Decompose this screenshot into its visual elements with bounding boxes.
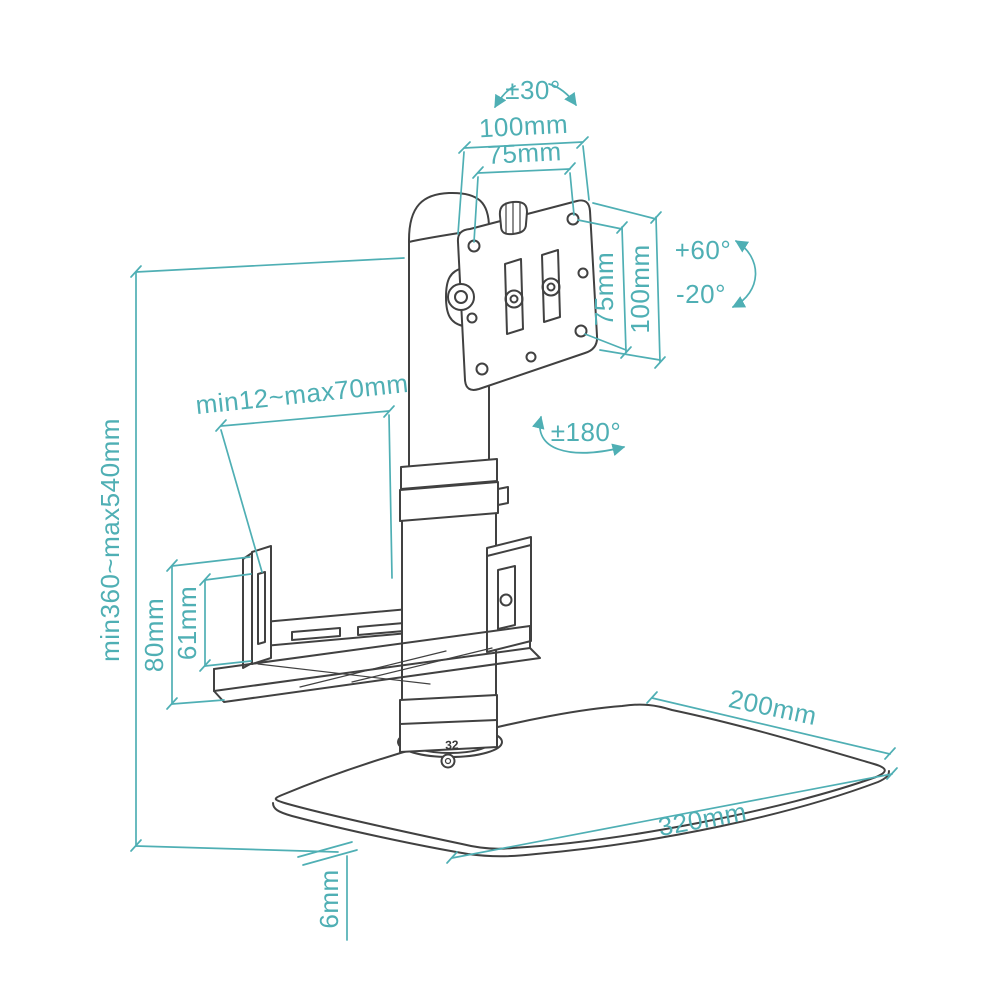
left-clamp-plate [251, 545, 272, 665]
vesa-hole [525, 351, 537, 363]
adjustment-knob [498, 200, 528, 236]
pole-bottom-collar [399, 694, 498, 753]
base-thickness-edge [272, 770, 890, 858]
dim-cpu-holder-inner-height [199, 573, 252, 672]
left-clamp-back-flange [242, 552, 253, 669]
swivel-arc-right [548, 83, 577, 107]
dimension-annotations [130, 83, 898, 941]
left-clamp-slot [257, 571, 266, 645]
rotation-arc [532, 415, 626, 456]
dim-vesa-height-outer [592, 202, 666, 369]
right-clamp-slot [497, 565, 516, 630]
pole-mid-collar [399, 458, 509, 522]
pivot-bracket [445, 267, 464, 327]
dim-cpu-holder-height [166, 556, 251, 710]
dim-cpu-holder-width [215, 405, 395, 579]
label-vesa-height-outer: 100mm [625, 244, 655, 333]
tray-brace [299, 650, 447, 688]
label-rotation: ±180° [551, 417, 622, 447]
label-vesa-width-outer: 100mm [478, 109, 569, 144]
slot-bolt [504, 289, 524, 309]
vesa-hole [475, 362, 489, 376]
slot-bolt [546, 282, 556, 292]
dim-base-thickness [297, 841, 358, 941]
vesa-hole [577, 267, 589, 279]
pivot-joint-outer [447, 283, 475, 311]
vesa-slot [541, 249, 561, 323]
label-base-thickness: 6mm [314, 869, 344, 928]
dim-base-depth [646, 691, 896, 760]
vesa-hole [574, 324, 588, 338]
label-pole-height-range: min360~max540mm [95, 418, 125, 662]
right-clamp-fold [486, 544, 532, 557]
rail-slot [291, 627, 341, 641]
swivel-arc-left [494, 85, 516, 109]
dim-base-width [446, 767, 898, 864]
dim-vesa-width-outer [457, 136, 590, 235]
vesa-hole [566, 212, 580, 226]
base-bolt-center [444, 757, 452, 765]
vesa-slot [504, 258, 524, 335]
cpu-holder [213, 536, 541, 703]
label-cpu-holder-inner-height: 61mm [172, 586, 202, 660]
label-base-depth: 200mm [726, 683, 819, 731]
tray-brace [257, 663, 431, 685]
collar-knob [497, 486, 509, 506]
label-tilt-up: +60° [675, 235, 732, 265]
dim-vesa-height-inner [577, 219, 632, 359]
label-vesa-width-inner: 75mm [487, 136, 563, 170]
dim-vesa-width-inner [472, 162, 576, 243]
tray-brace [351, 647, 493, 683]
right-clamp-screw [499, 593, 513, 607]
tray-front-lip [213, 647, 541, 703]
slot-bolt [541, 277, 561, 297]
cpu-tray [213, 625, 541, 703]
label-cpu-holder-height: 80mm [139, 598, 169, 672]
vesa-hole [466, 312, 478, 324]
pivot-joint-inner [454, 290, 468, 304]
label-pole-size-marking: 32 [445, 738, 459, 752]
label-swivel-range: ±30° [505, 75, 561, 105]
dim-pole-height-range [130, 257, 405, 853]
vesa-assembly [445, 199, 599, 391]
base-bolt [440, 753, 456, 769]
vesa-plate [456, 199, 599, 391]
tilt-arc [731, 240, 757, 308]
label-tilt-down: -20° [676, 279, 726, 309]
label-vesa-height-inner: 75mm [589, 252, 619, 326]
slot-bolt [509, 294, 519, 304]
